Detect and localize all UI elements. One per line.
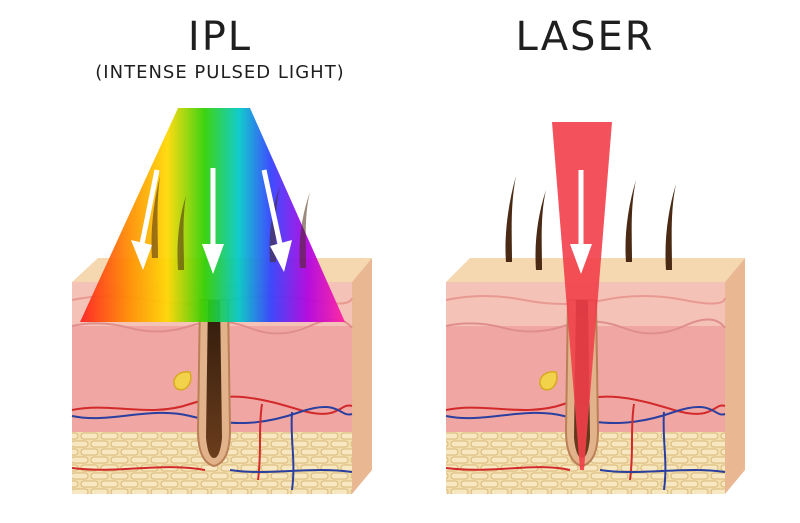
laser-vein-blue [445,406,726,425]
laser-skin-side-face [725,258,745,494]
laser-vein-red [445,395,726,415]
ipl-hair-root [206,300,222,458]
ipl-title: IPL [187,14,253,60]
down-arrow-icon [570,170,592,274]
down-arrow-icon [131,169,160,270]
ipl-skin-side-face [352,258,372,494]
down-arrow-icon [202,168,224,274]
down-arrow-icon [261,169,292,272]
laser-beam [552,122,612,470]
ipl-sebaceous-gland [173,371,192,391]
laser-sebaceous-gland [539,371,558,391]
laser-title: LASER [515,14,655,60]
laser-hairs [505,176,676,270]
ipl-vein-red [71,395,353,415]
ipl-subtitle: (INTENSE PULSED LIGHT) [95,62,345,83]
